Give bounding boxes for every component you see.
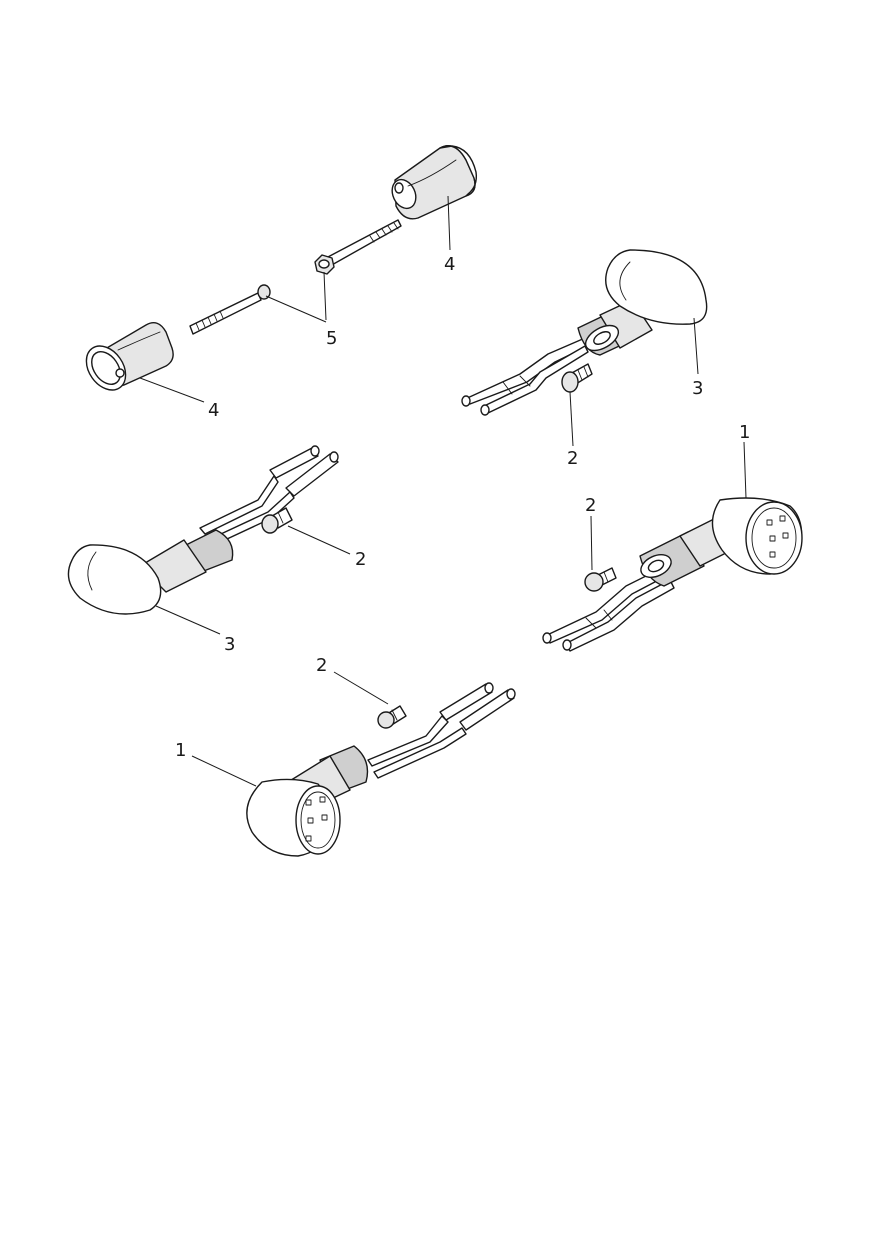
- callout-1-bottom: 1: [175, 740, 186, 761]
- callout-2-left-upper: 2: [355, 549, 366, 570]
- screw-right-lower: [584, 567, 617, 592]
- callout-5: 5: [326, 328, 337, 349]
- indicator-led-right: [542, 497, 803, 652]
- callout-2-right-lower: 2: [585, 495, 596, 516]
- screw-bottom: [377, 705, 407, 729]
- bolt-lower: [189, 284, 271, 335]
- callout-4-left: 4: [208, 400, 219, 421]
- leader-lines: [139, 195, 747, 787]
- screw-left-upper: [261, 507, 293, 534]
- callout-3-right: 3: [692, 378, 703, 399]
- indicator-amber-right: [461, 249, 708, 416]
- screw-right-upper: [561, 363, 593, 393]
- callout-2-bottom: 2: [316, 655, 327, 676]
- callout-1-right: 1: [739, 422, 750, 443]
- bolt-upper: [314, 219, 402, 275]
- callout-4-top: 4: [444, 254, 455, 275]
- callout-3-left: 3: [224, 634, 235, 655]
- spacer-top: [391, 145, 478, 220]
- callout-2-right-upper: 2: [567, 448, 578, 469]
- indicator-led-bottom: [246, 682, 516, 857]
- indicator-amber-left: [67, 445, 339, 615]
- spacer-left: [85, 322, 174, 391]
- callout-labels: 4 5 4 3 2 1 2 2 3 2 1: [175, 254, 750, 761]
